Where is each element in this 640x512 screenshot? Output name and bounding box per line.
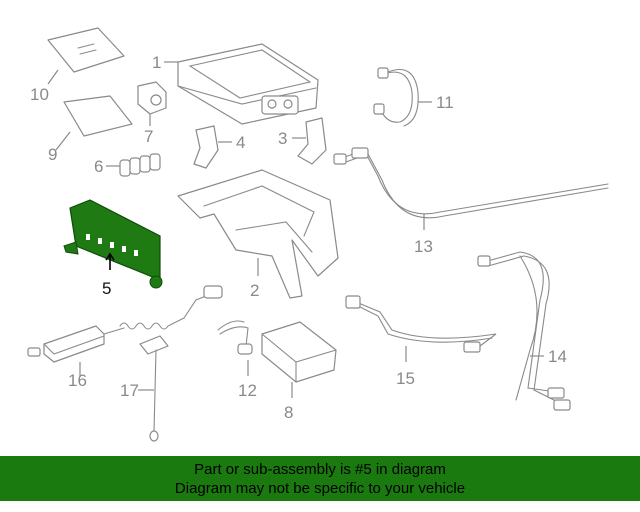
callout-1: 1 [152, 53, 161, 72]
callout-8: 8 [284, 403, 293, 422]
info-banner: Part or sub-assembly is #5 in diagram Di… [0, 456, 640, 501]
part-2[interactable] [177, 169, 339, 299]
part-8[interactable] [261, 321, 337, 398]
part-14[interactable] [477, 251, 571, 411]
part-6[interactable] [106, 153, 161, 177]
callout-9: 9 [48, 145, 57, 164]
callout-2: 2 [250, 281, 259, 300]
banner-line-2: Diagram may not be specific to your vehi… [174, 480, 466, 497]
part-13[interactable] [333, 147, 609, 230]
callout-17: 17 [120, 381, 139, 400]
callout-12: 12 [238, 381, 257, 400]
callout-13: 13 [414, 237, 433, 256]
part-9[interactable] [55, 95, 133, 151]
part-12[interactable] [217, 320, 253, 376]
part-1[interactable] [164, 43, 319, 125]
callout-10: 10 [30, 85, 49, 104]
part-10[interactable] [47, 27, 125, 85]
part-11[interactable] [373, 67, 432, 127]
callout-6: 6 [94, 157, 103, 176]
part-5-highlighted-cover[interactable] [63, 199, 163, 289]
part-16[interactable] [27, 285, 223, 376]
part-7[interactable] [137, 81, 167, 126]
callout-7: 7 [144, 127, 153, 146]
callout-15: 15 [396, 369, 415, 388]
part-4[interactable] [193, 125, 232, 169]
callout-3: 3 [278, 129, 287, 148]
banner-line-1: Part or sub-assembly is #5 in diagram [194, 461, 446, 478]
callout-14: 14 [548, 347, 567, 366]
part-17[interactable] [138, 335, 169, 442]
callout-4: 4 [236, 133, 245, 152]
callout-5: 5 [102, 279, 111, 298]
part-3[interactable] [292, 117, 327, 165]
callout-11: 11 [436, 93, 454, 112]
part-15[interactable] [345, 295, 497, 362]
exploded-parts-diagram: 10 9 7 6 1 4 3 [27, 27, 609, 442]
callout-16: 16 [68, 371, 87, 390]
